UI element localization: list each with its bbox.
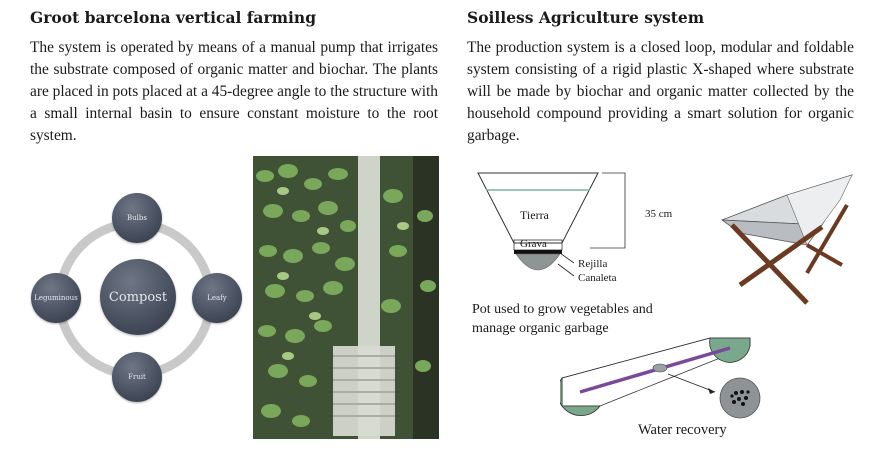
pot-illustration	[477, 172, 626, 277]
garden-leaves-illustration	[253, 156, 439, 439]
pot-label-canaleta: Canaleta	[578, 272, 617, 284]
compost-cycle-diagram: Compost Bulbs Leguminous Leafy Fruit	[28, 185, 248, 410]
cycle-node-leguminous: Leguminous	[31, 273, 81, 323]
pot-label-height: 35 cm	[645, 208, 673, 220]
water-recovery-label: Water recovery	[638, 422, 727, 438]
x-frame-illustration	[712, 165, 862, 305]
pot-caption: Pot used to grow vegetables and manage o…	[472, 302, 653, 336]
right-heading: Soilless Agriculture system	[467, 8, 705, 27]
water-recovery-diagram	[557, 330, 770, 420]
left-paragraph: The system is operated by means of a man…	[30, 39, 438, 144]
cycle-node-fruit: Fruit	[112, 352, 162, 402]
pot-diagram: Tierra Grava Rejilla Canaleta 35 cm	[470, 168, 680, 298]
pot-label-tierra: Tierra	[520, 208, 549, 222]
channel-drawing	[557, 337, 761, 419]
cycle-node-bulbs: Bulbs	[112, 193, 162, 243]
left-heading: Groot barcelona vertical farming	[30, 8, 317, 27]
vertical-garden-photo	[253, 156, 439, 439]
right-paragraph: The production system is a closed loop, …	[467, 39, 854, 144]
cycle-center-compost: Compost	[100, 259, 176, 335]
x-frame-drawing	[720, 174, 853, 305]
pot-label-rejilla: Rejilla	[578, 258, 608, 270]
pot-label-grava: Grava	[520, 238, 547, 250]
cycle-node-leafy: Leafy	[192, 273, 242, 323]
